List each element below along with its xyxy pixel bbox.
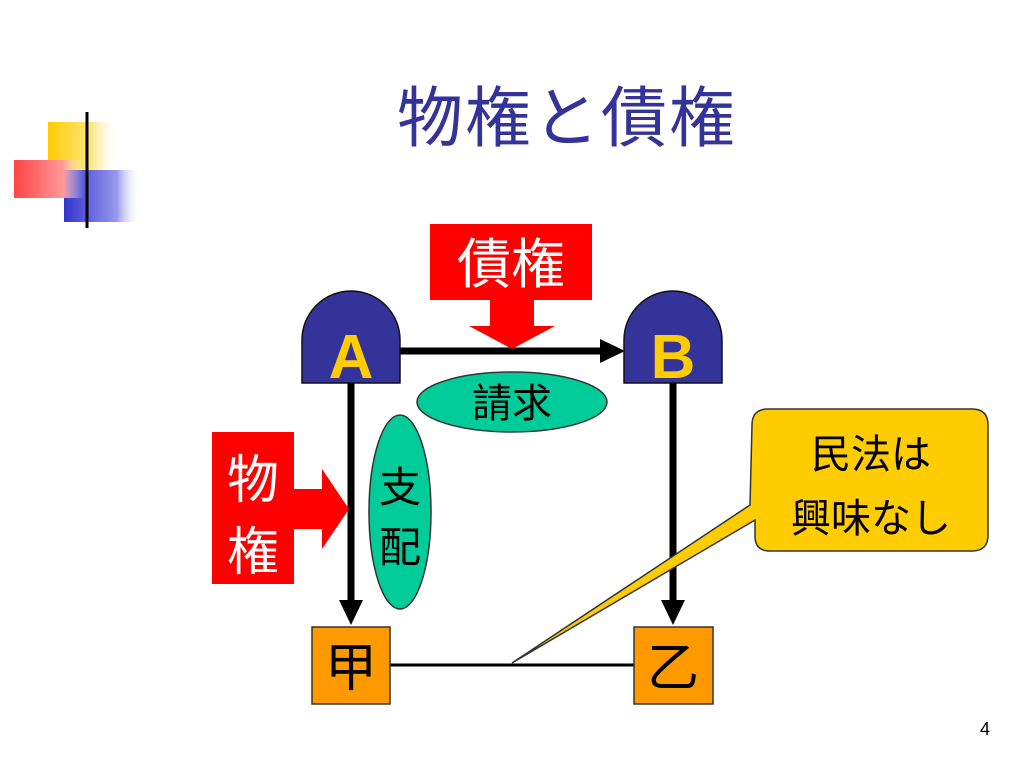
node-kou-label: 甲 — [325, 639, 377, 699]
arrowhead-b-to-otsu — [661, 600, 685, 625]
bukken-label-box — [212, 432, 294, 584]
node-kou-box — [311, 626, 391, 705]
seikyu-label: 請求 — [472, 381, 552, 427]
bukken-label-2: 権 — [227, 523, 279, 583]
slide-title: 物権と債権 — [397, 80, 737, 157]
bukken-right-arrow — [293, 469, 349, 549]
saiken-down-arrow — [469, 299, 555, 349]
node-otsu-label: 乙 — [647, 639, 699, 699]
callout-bubble — [511, 408, 989, 664]
bukken-label-1: 物 — [227, 451, 279, 511]
shihai-label-2: 配 — [379, 523, 421, 572]
callout-line-1: 民法は — [811, 432, 931, 478]
seikyu-oval — [416, 371, 608, 433]
arrowhead-a-to-kou — [339, 600, 363, 625]
page-number: 4 — [979, 719, 990, 739]
saiken-label: 債権 — [457, 233, 565, 296]
saiken-label-box — [430, 224, 592, 300]
shihai-oval — [368, 414, 432, 610]
arrowhead-a-to-b — [600, 339, 625, 363]
node-a-label: A — [329, 323, 374, 392]
node-b-label: B — [651, 323, 696, 392]
deco-red-square — [14, 160, 84, 198]
node-otsu-box — [633, 626, 714, 705]
callout-line-2: 興味なし — [791, 496, 951, 542]
node-a-shape — [301, 290, 401, 384]
shihai-label-1: 支 — [379, 463, 421, 512]
node-b-shape — [623, 290, 723, 384]
